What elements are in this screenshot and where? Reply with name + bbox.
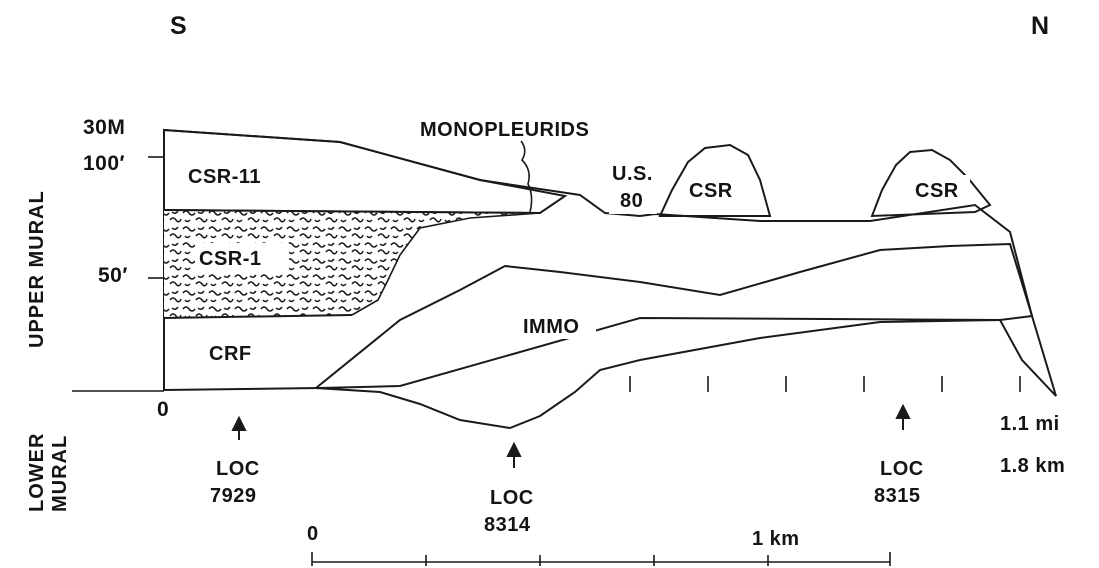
upper-mural-label: UPPER MURAL [26, 190, 48, 348]
scale-30m-label: 30M [83, 116, 125, 139]
arrow-up-icon [233, 418, 245, 440]
direction-north-label: N [1031, 12, 1049, 40]
immo-unit [316, 244, 1032, 428]
scale-bar: 0 1 km [307, 523, 890, 566]
loc-7929-marker: LOC 7929 [210, 418, 260, 507]
distance-miles-label: 1.1 mi [1000, 413, 1060, 435]
direction-south-label: S [170, 12, 187, 40]
csr-a-label: CSR [689, 180, 733, 202]
loc-8315-line1: LOC [880, 458, 924, 480]
loc-8314-line1: LOC [490, 487, 534, 509]
arrow-up-icon [508, 444, 520, 468]
highway-label-line1: U.S. [612, 163, 653, 185]
baseline-ticks [630, 376, 1020, 392]
arrow-up-icon [897, 406, 909, 430]
crf-label: CRF [209, 343, 252, 365]
loc-8314-marker: LOC 8314 [484, 444, 534, 536]
scale-zero-label: 0 [157, 398, 169, 421]
scale-bar-line [312, 552, 890, 566]
scale-bar-start-label: 0 [307, 523, 319, 545]
lower-mural-label-line2: MURAL [49, 435, 71, 512]
lower-mural-label-line1: LOWER [26, 433, 48, 512]
distance-km-label: 1.8 km [1000, 455, 1065, 477]
loc-8315-line2: 8315 [874, 485, 921, 507]
loc-8315-marker: LOC 8315 [874, 406, 924, 507]
scale-100ft-label: 100′ [83, 152, 125, 175]
csr-b-label: CSR [915, 180, 959, 202]
immo-label: IMMO [523, 316, 579, 338]
highway-label-line2: 80 [620, 190, 643, 212]
loc-8314-line2: 8314 [484, 514, 531, 536]
scale-50ft-label: 50′ [98, 264, 128, 287]
loc-7929-line2: 7929 [210, 485, 257, 507]
monopleurids-label: MONOPLEURIDS [420, 119, 589, 141]
scale-bar-end-label: 1 km [752, 528, 800, 550]
csr11-label: CSR-11 [188, 166, 261, 188]
loc-7929-line1: LOC [216, 458, 260, 480]
csr1-label: CSR-1 [199, 248, 262, 270]
monopleurids-leader [521, 141, 532, 212]
